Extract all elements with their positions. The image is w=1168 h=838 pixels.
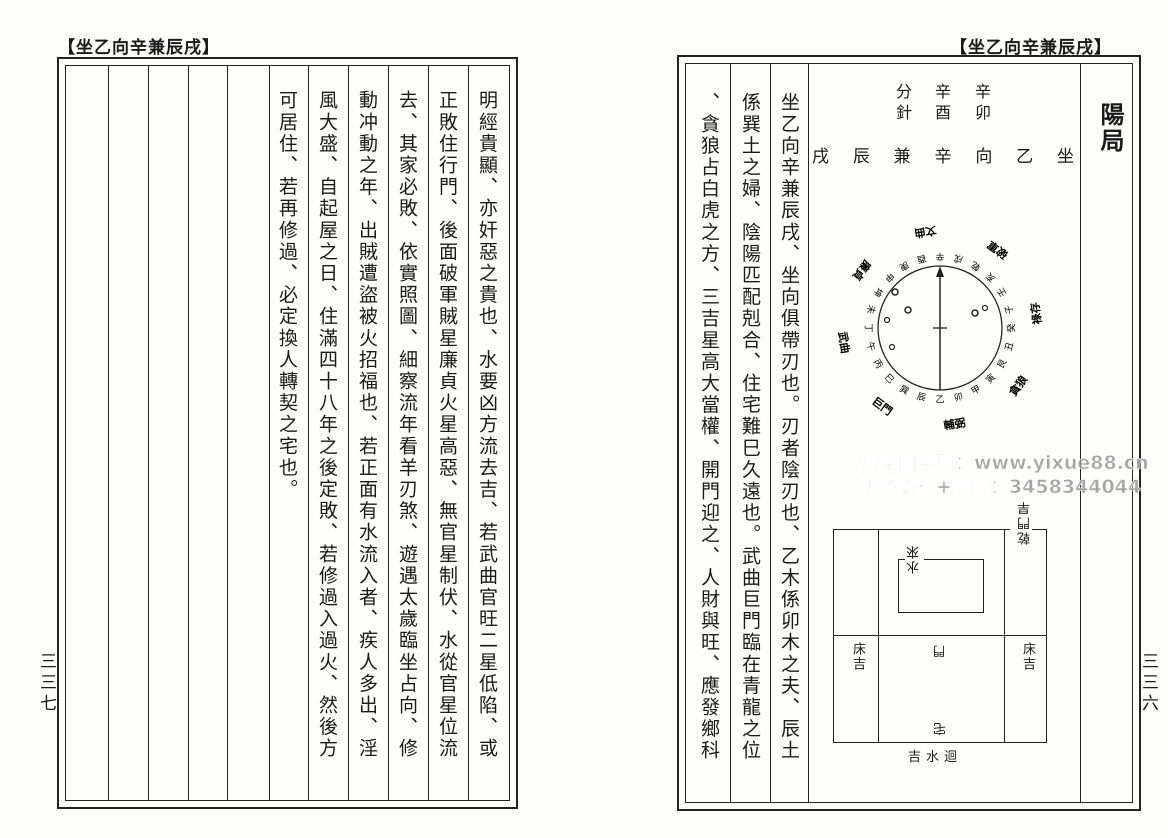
column-rule <box>148 66 149 800</box>
right-page-header: 【坐乙向辛兼辰戌】 <box>950 38 1112 58</box>
orientation-char: 乙 <box>1016 147 1034 167</box>
door-label: 門 <box>933 644 946 658</box>
compass-star-label: 輔弼 <box>943 415 967 432</box>
text-column: 明經貴顯、亦奸惡之貴也、水要凶方流去吉、若武曲官旺二星低陷、或 <box>476 90 498 760</box>
compass-ring-label: 甲 <box>969 383 982 397</box>
text-column: 、貪狼占白虎之方、三吉星高大當權、開門迎之、人財與旺、應發鄉科 <box>698 92 720 762</box>
water-circle-label: 迴水吉 <box>908 750 963 765</box>
column-rule <box>1080 64 1081 802</box>
compass-ring-label: 辰 <box>916 391 928 404</box>
bed-right-label: 床吉 <box>1020 642 1035 672</box>
column-rule <box>730 64 731 802</box>
compass-ring-label: 艮 <box>995 357 1009 370</box>
column-rule <box>388 66 389 800</box>
compass-diagram: 辛酉庚申坤未丁午丙巳巽辰乙卯甲寅艮丑癸子壬亥乾戌 文曲廉貞武曲巨門輔弼 貪狼 祿存 破軍 <box>836 224 1045 433</box>
plan-inner-room <box>898 559 984 613</box>
compass-ring-label: 乾 <box>969 259 983 274</box>
compass-ring-label: 壬 <box>995 285 1009 298</box>
marker-dot <box>981 304 989 312</box>
column-rule <box>227 66 228 800</box>
orientation-char: 辛 <box>934 147 952 167</box>
compass-ring-label: 未 <box>864 304 878 316</box>
left-text-grid: 明經貴顯、亦奸惡之貴也、水要凶方流去吉、若武曲官旺二星低陷、或 正敗住行門、後面… <box>65 65 510 801</box>
column-rule <box>108 66 109 800</box>
text-column: 坐乙向辛兼辰戌、坐向俱帶刃也。刃者陰刃也、乙木係卯木之夫、辰土 <box>778 92 800 762</box>
column-rule <box>308 66 309 800</box>
plan-wall <box>833 635 1047 637</box>
marker-dot <box>904 306 912 314</box>
orientation-char: 辰 <box>852 147 870 167</box>
needle-value: 辛 <box>935 82 952 101</box>
text-column: 風大盛、自起屋之日、住滿四十八年之後定敗、若修過入過火、然後方 <box>316 90 338 760</box>
column-rule <box>348 66 349 800</box>
arrow-icon <box>936 266 944 277</box>
text-column: 係巽土之婦、陰陽匹配剋合、住宅難巳久遠也。武曲巨門臨在青龍之位 <box>739 92 761 762</box>
compass-ring-label: 丑 <box>1003 341 1016 353</box>
compass-star-label: 武曲 <box>836 331 853 355</box>
text-column: 去、其家必敗、依實照圖、細察流年看羊刃煞、遊遇太歲臨坐占向、修 <box>396 90 418 760</box>
column-rule <box>269 66 270 800</box>
orientation-char: 向 <box>975 147 993 167</box>
compass-ring-label: 亥 <box>983 270 998 285</box>
compass-ring-label: 辛 <box>935 251 944 263</box>
orientation-char: 戌 <box>812 147 829 167</box>
compass-star-label: 廉貞 <box>850 257 874 283</box>
compass-ring-label: 午 <box>864 341 878 353</box>
compass-ring-label: 乙 <box>935 395 944 406</box>
column-rule <box>770 64 771 802</box>
watermark-line1: 易学国学网：www.yixue88.cn <box>860 452 1149 475</box>
needle-label: 針 <box>896 103 913 122</box>
compass-ring-label: 巳 <box>882 372 896 386</box>
column-rule <box>808 64 809 802</box>
marker-dot <box>883 316 891 324</box>
compass-ring-label: 丁 <box>863 323 873 332</box>
text-column: 動冲動之年、出賊遭盜被火招福也、若正面有水流入者、疾人多出、淫 <box>356 90 378 760</box>
needle-label: 分 <box>896 82 913 101</box>
compass-star-label: 破軍 <box>985 238 1011 262</box>
marker-dot <box>891 288 899 296</box>
compass-star-label: 文曲 <box>914 224 938 241</box>
water-label: 水來 <box>905 544 924 574</box>
column-rule <box>428 66 429 800</box>
column-rule <box>468 66 469 800</box>
watermark-line2: 更多资料+微信：3458344044 <box>860 476 1142 499</box>
compass-star-label: 巨門 <box>869 395 894 419</box>
compass-ring-label: 戌 <box>953 252 965 266</box>
needle-value: 酉 <box>935 103 952 122</box>
compass-ring-label: 庚 <box>897 259 911 274</box>
text-column: 可居住、若再修過、必定換人轉契之宅也。 <box>276 90 298 501</box>
right-page-frame: 坐乙向辛兼辰戌、坐向俱帶刃也。刃者陰刃也、乙木係卯木之夫、辰土 係巽土之婦、陰陽… <box>677 55 1141 811</box>
orientation-line: 坐乙向辛兼辰戌 <box>812 142 1074 167</box>
compass-ring-label: 申 <box>882 270 897 285</box>
right-page-number: 三三六 <box>1138 652 1158 715</box>
gate-label: 乾門旱 <box>1018 500 1033 545</box>
compass-star-label: 祿存 <box>1027 302 1044 327</box>
house-label: 宅 <box>933 720 947 735</box>
compass-ring-label: 巽 <box>897 383 910 397</box>
orientation-char: 坐 <box>1056 147 1074 167</box>
compass-ring-label: 卯 <box>953 391 965 404</box>
compass-ring-label: 子 <box>1003 304 1016 316</box>
compass-star-label: 貪狼 <box>1005 373 1030 400</box>
left-page-header: 【坐乙向辛兼辰戌】 <box>58 38 220 58</box>
bed-left-label: 床吉 <box>850 642 865 672</box>
compass-ring-label: 酉 <box>916 252 928 265</box>
gate-gap <box>1010 528 1032 531</box>
compass-ring-label: 寅 <box>983 371 998 386</box>
marker-dot <box>888 343 896 351</box>
orientation-char: 兼 <box>893 147 911 167</box>
left-page-frame: 明經貴顯、亦奸惡之貴也、水要凶方流去吉、若武曲官旺二星低陷、或 正敗住行門、後面… <box>57 57 518 809</box>
text-column: 正敗住行門、後面破軍賊星廉貞火星高惡、無官星制伏、水從官星位流 <box>436 90 458 760</box>
left-page-number: 三三七 <box>36 652 56 715</box>
compass-ring-label: 坤 <box>871 285 886 299</box>
marker-dot <box>971 309 979 317</box>
right-text-grid: 坐乙向辛兼辰戌、坐向俱帶刃也。刃者陰刃也、乙木係卯木之夫、辰土 係巽土之婦、陰陽… <box>685 63 1133 803</box>
compass-ring-label: 癸 <box>1006 323 1018 332</box>
needle-value: 辛 <box>975 82 992 101</box>
column-rule <box>188 66 189 800</box>
section-title: 陽局 <box>1096 102 1124 154</box>
needle-value: 卯 <box>975 103 992 122</box>
compass-ring-label: 丙 <box>871 357 885 370</box>
